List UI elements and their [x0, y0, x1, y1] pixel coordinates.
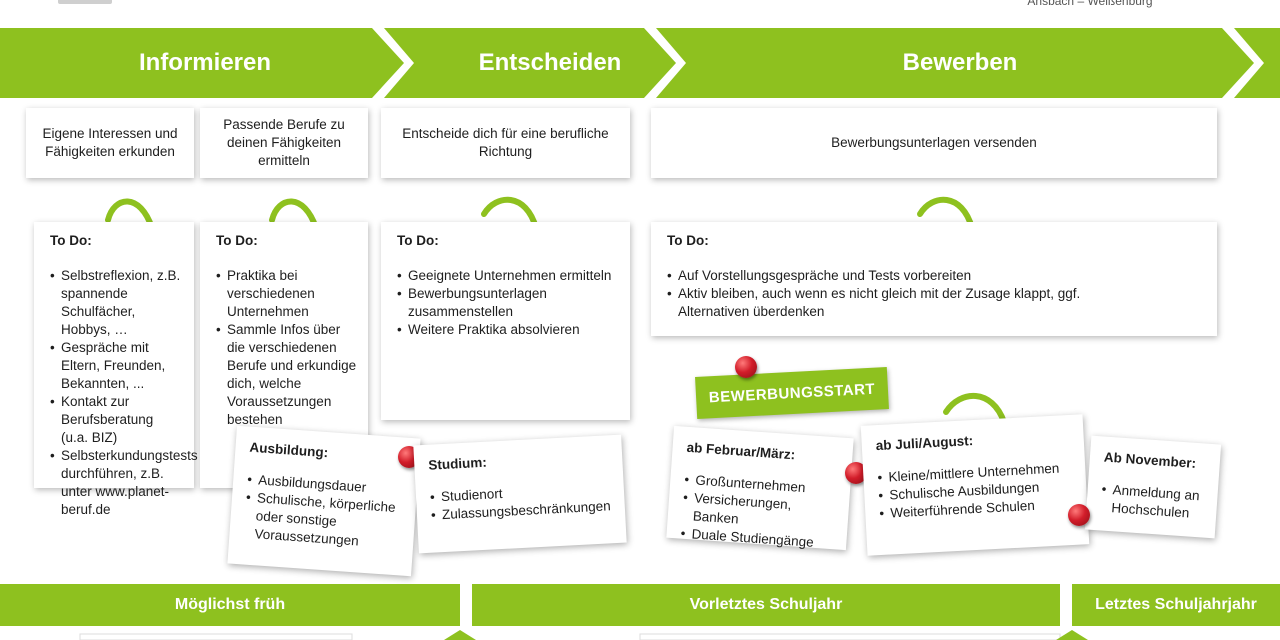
list-item: Selbsterkundungstests durchführen, z.B. … [50, 447, 198, 519]
step-card-berufe: Passende Berufe zu deinen Fähigkeiten er… [200, 108, 368, 178]
todo-card-bewerben: To Do: Auf Vorstellungsgespräche und Tes… [651, 222, 1217, 336]
step-text: Passende Berufe zu deinen Fähigkeiten er… [223, 117, 345, 168]
note-title: Ab November: [1103, 449, 1197, 471]
step-card-interessen: Eigene Interessen und Fähigkeiten erkund… [26, 108, 194, 178]
region-caption: Ansbach – Weißenburg [1027, 0, 1153, 8]
timeline-letztes-schuljahr: Letztes Schuljahrjahr [1072, 584, 1280, 626]
note-ausbildung: Ausbildung: Ausbildungsdauer Schulische,… [227, 425, 421, 577]
list-item: Schulische, körperliche oder sonstige Vo… [243, 489, 404, 554]
note-list: Studienort Zulassungsbeschränkungen [430, 479, 614, 524]
todo-list: Praktika bei verschiedenen Unternehmen S… [216, 267, 358, 429]
stage-label-informieren: Informieren [138, 49, 272, 76]
chevron-informieren [0, 28, 404, 98]
note-list: Kleine/mittlere Unternehmen Schulische A… [877, 459, 1076, 523]
note-studium: Studium: Studienort Zulassungsbeschränku… [413, 434, 627, 554]
push-pin-icon [845, 462, 867, 484]
note-title: ab Februar/März: [686, 439, 796, 463]
todo-card-entscheiden: To Do: Geeignete Unternehmen ermitteln B… [381, 222, 630, 420]
list-item: Gespräche mit Eltern, Freunden, Bekannte… [50, 339, 184, 393]
list-item: Auf Vorstellungsgespräche und Tests vorb… [667, 267, 1207, 285]
todo-title: To Do: [667, 233, 709, 248]
step-card-richtung: Entscheide dich für eine berufliche Rich… [381, 108, 630, 178]
note-title: ab Juli/August: [875, 433, 974, 454]
list-item: Bewerbungsunterlagen zusammenstellen [397, 285, 620, 321]
push-pin-icon [735, 356, 757, 378]
todo-list: Auf Vorstellungsgespräche und Tests vorb… [667, 267, 1207, 321]
cropped-bottom-fragments [79, 630, 1088, 640]
step-text: Entscheide dich für eine berufliche Rich… [402, 126, 609, 159]
bewerbungsstart-banner: BEWERBUNGSSTART [695, 367, 889, 419]
note-list: Anmeldung an Hochschulen [1100, 480, 1206, 523]
step-text: Bewerbungsunterlagen versenden [831, 135, 1037, 150]
step-text: Eigene Interessen und Fähigkeiten erkund… [42, 126, 178, 159]
stage-label-entscheiden: Entscheiden [478, 49, 622, 76]
logo-fragment [58, 0, 112, 4]
list-item: Kontakt zur Berufsberatung (u.a. BIZ) [50, 393, 184, 447]
step-card-bewerbung: Bewerbungsunterlagen versenden [651, 108, 1217, 178]
push-pin-icon [1068, 504, 1090, 526]
list-item: Sammle Infos über die verschiedenen Beru… [216, 321, 358, 429]
note-ab-februar: ab Februar/März: Großunternehmen Versich… [666, 425, 854, 551]
list-item: Aktiv bleiben, auch wenn es nicht gleich… [667, 285, 1087, 321]
todo-card-informieren: To Do: Selbstreflexion, z.B. spannende S… [34, 222, 198, 517]
stage-label-bewerben: Bewerben [902, 49, 1018, 76]
chevron-entscheiden [384, 28, 676, 98]
note-ab-juli: ab Juli/August: Kleine/mittlere Unterneh… [860, 414, 1090, 556]
todo-list: Selbstreflexion, z.B. spannende Schulfäc… [50, 267, 198, 519]
todo-title: To Do: [50, 233, 92, 248]
note-list: Großunternehmen Versicherungen, Banken D… [680, 471, 839, 554]
timeline-moeglichst-frueh: Möglichst früh [0, 584, 460, 626]
timeline-vorletztes-schuljahr: Vorletztes Schuljahr [472, 584, 1060, 626]
todo-title: To Do: [216, 233, 258, 248]
chevron-bewerben [656, 28, 1254, 98]
note-title: Ausbildung: [249, 439, 329, 461]
note-ab-november: Ab November: Anmeldung an Hochschulen [1084, 435, 1222, 539]
list-item: Praktika bei verschiedenen Unternehmen [216, 267, 358, 321]
list-item: Weitere Praktika absolvieren [397, 321, 620, 339]
stage-chevron-bar [0, 28, 1280, 98]
note-title: Studium: [427, 454, 488, 473]
list-item: Geeignete Unternehmen ermitteln [397, 267, 620, 285]
todo-title: To Do: [397, 233, 439, 248]
todo-list: Geeignete Unternehmen ermitteln Bewerbun… [397, 267, 620, 339]
list-item: Anmeldung an Hochschulen [1100, 480, 1206, 523]
note-list: Ausbildungsdauer Schulische, körperliche… [243, 471, 406, 554]
chevron-end [1234, 28, 1280, 98]
list-item: Selbstreflexion, z.B. spannende Schulfäc… [50, 267, 184, 339]
